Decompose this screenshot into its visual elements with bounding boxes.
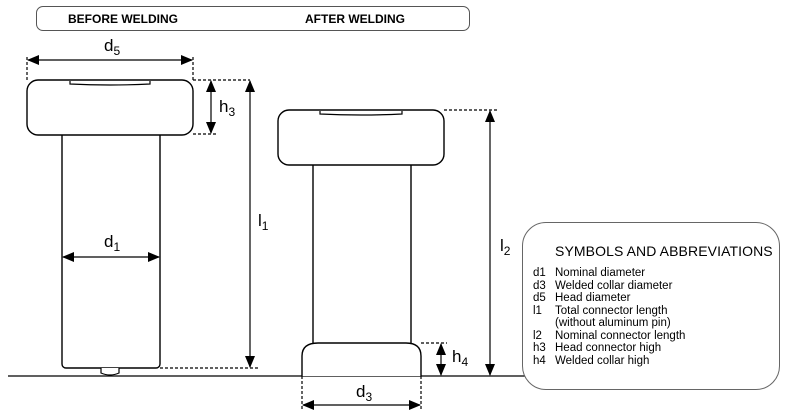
connector-before	[26, 79, 194, 376]
dimension-l1	[160, 80, 258, 369]
label-l1: l1	[258, 211, 269, 233]
dimension-l2	[444, 109, 498, 376]
after-head-groove	[319, 111, 403, 116]
dimension-h3	[193, 79, 250, 135]
before-welding-label: BEFORE WELDING	[68, 12, 178, 26]
after-welded-collar	[301, 342, 422, 376]
before-aluminum-pin	[100, 368, 120, 376]
label-h3: h3	[219, 97, 236, 119]
label-d3: d3	[356, 382, 373, 404]
connector-after	[277, 109, 445, 376]
dimension-h4	[421, 342, 447, 376]
after-welding-label: AFTER WELDING	[305, 12, 405, 26]
label-h4: h4	[452, 347, 469, 369]
after-head	[277, 109, 445, 166]
legend-title: SYMBOLS AND ABBREVIATIONS	[555, 243, 773, 259]
legend-item: (without aluminum pin)	[555, 317, 671, 329]
label-l2: l2	[500, 236, 511, 258]
label-d5: d5	[104, 36, 121, 58]
dimension-d3	[301, 376, 422, 410]
dimension-d5	[26, 55, 194, 80]
before-head-groove	[69, 81, 151, 86]
after-shank	[312, 149, 412, 351]
label-d1: d1	[104, 232, 121, 254]
header-box	[36, 6, 470, 31]
before-head	[26, 79, 194, 136]
